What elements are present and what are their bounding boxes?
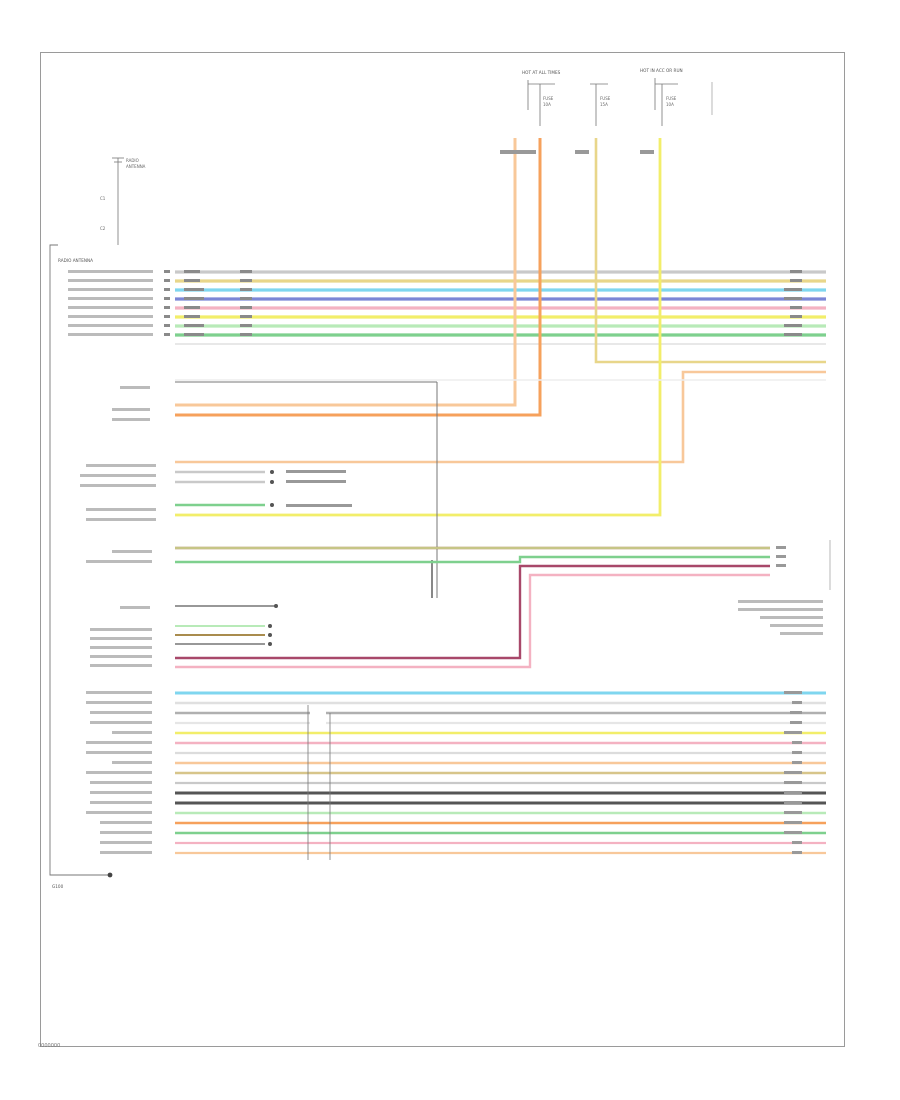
svg-text:ANTENNA: ANTENNA xyxy=(126,164,146,169)
svg-text:FUSE: FUSE xyxy=(666,96,677,101)
radio-module: RADIO ANTENNA xyxy=(49,244,110,876)
power-feed-1: HOT AT ALL TIMES FUSE 10A xyxy=(522,70,561,126)
wire-code-marks xyxy=(164,270,802,336)
svg-text:15A: 15A xyxy=(600,102,608,107)
power-feed-3: HOT IN ACC OR RUN FUSE 10A xyxy=(640,68,713,126)
bottom-terminal-labels xyxy=(86,691,802,854)
feed-label-hot-always: HOT AT ALL TIMES xyxy=(522,70,561,75)
document-id: 0000000 xyxy=(38,1043,61,1049)
module-label: RADIO ANTENNA xyxy=(58,258,93,263)
svg-text:C2: C2 xyxy=(100,226,106,231)
svg-text:10A: 10A xyxy=(543,102,551,107)
antenna-symbol: RADIO ANTENNA C1 C2 xyxy=(100,157,146,245)
bottom-connector-bus xyxy=(175,691,826,860)
upper-terminal-labels xyxy=(68,270,156,667)
feed-label-hot-acc-run: HOT IN ACC OR RUN xyxy=(640,68,683,73)
signal-group-middle xyxy=(175,381,438,598)
svg-text:10A: 10A xyxy=(666,102,674,107)
speaker-wire-bus xyxy=(175,270,826,345)
amplifier-bus xyxy=(175,540,831,669)
svg-text:FUSE: FUSE xyxy=(543,96,554,101)
svg-text:FUSE: FUSE xyxy=(600,96,611,101)
svg-text:C1: C1 xyxy=(100,196,106,201)
ground-symbol: G100 xyxy=(52,872,113,889)
svg-text:RADIO: RADIO xyxy=(126,158,139,163)
power-feed-wires xyxy=(175,138,826,517)
power-feed-2: FUSE 15A xyxy=(590,83,611,126)
diagram-frame xyxy=(40,52,845,1047)
ground-label: G100 xyxy=(52,884,64,889)
